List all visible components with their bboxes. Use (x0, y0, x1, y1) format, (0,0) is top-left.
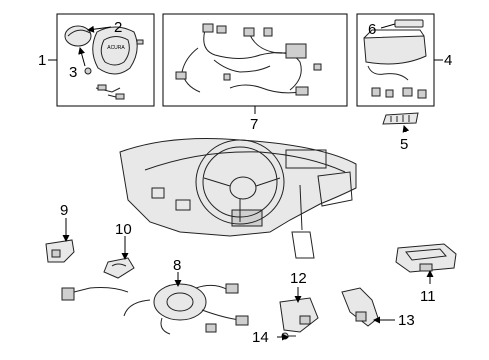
callout-7: 7 (250, 116, 258, 133)
callout-14: 14 (252, 329, 269, 346)
callout-6: 6 (368, 21, 376, 38)
callout-4: 4 (444, 52, 452, 69)
steering-wheel (195, 139, 285, 225)
callout-8: 8 (173, 257, 181, 274)
part-11-control-unit (395, 243, 457, 273)
callout-2: 2 (114, 19, 122, 36)
callout-1: 1 (38, 52, 46, 69)
callout-5: 5 (400, 136, 408, 153)
callout-11: 11 (420, 288, 436, 305)
leader-lines (48, 23, 443, 341)
callout-12: 12 (290, 270, 307, 287)
driver-airbag-module: ACURA (64, 25, 144, 100)
passenger-airbag (363, 19, 427, 99)
part-8-clock-spring (61, 283, 249, 335)
part-12-side-impact-sensor (279, 297, 319, 333)
airbag-badge-text: ACURA (107, 45, 125, 51)
callout-10: 10 (115, 221, 132, 238)
part-13-impact-sensor (341, 287, 379, 327)
inset-box-wiring-harness (162, 13, 348, 107)
callout-13: 13 (398, 312, 415, 329)
part-10-bracket (103, 257, 135, 279)
part-5-occupant-sensor (382, 112, 419, 125)
callout-9: 9 (60, 202, 68, 219)
part-9-sensor (45, 239, 75, 263)
part-14-bolt (281, 332, 296, 340)
callout-3: 3 (69, 64, 77, 81)
wiring-harness (175, 23, 322, 96)
